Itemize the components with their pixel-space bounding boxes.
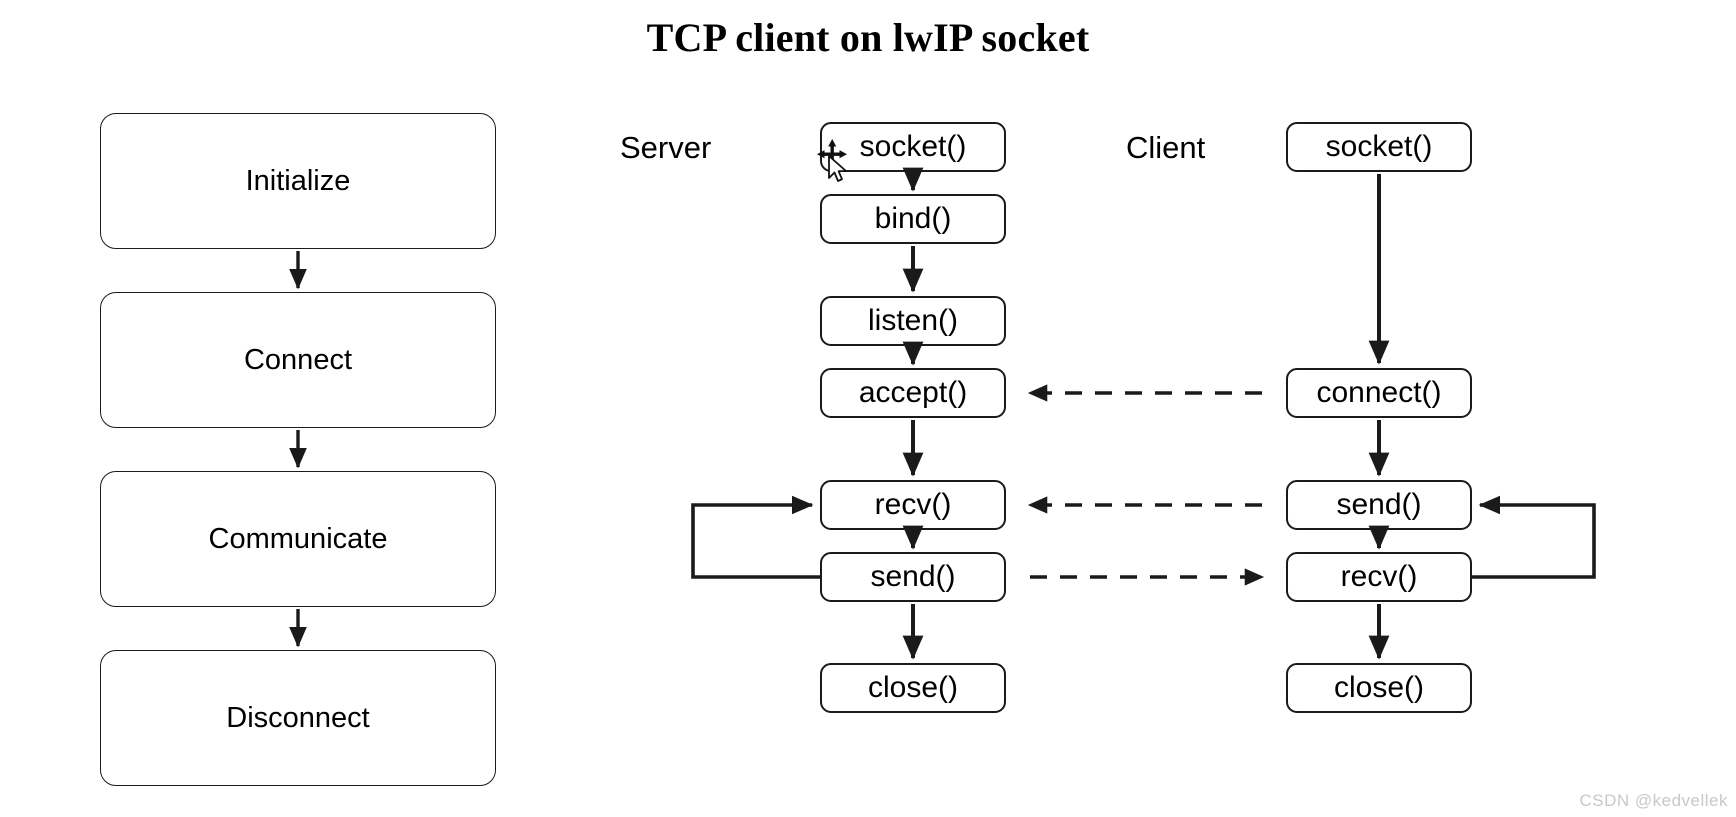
client-loop-arrow: [1472, 495, 1596, 579]
client-column-label: Client: [1126, 130, 1206, 165]
call-label: accept(): [858, 376, 968, 409]
call-label: socket(): [1325, 130, 1433, 163]
call-label: listen(): [867, 304, 958, 337]
client-box-recv[interactable]: recv(): [1286, 552, 1472, 602]
watermark: CSDN @kedvellek: [1579, 791, 1728, 810]
call-label: send(): [870, 560, 956, 593]
client-box-close[interactable]: close(): [1286, 663, 1472, 713]
client-box-connect[interactable]: connect(): [1286, 368, 1472, 418]
call-label: close(): [867, 671, 958, 704]
call-label: socket(): [859, 130, 967, 163]
stage-label: Disconnect: [226, 701, 370, 734]
stage-box-connect[interactable]: Connect: [100, 292, 496, 428]
call-label: close(): [1333, 671, 1424, 704]
stage-label: Initialize: [245, 164, 351, 197]
stage-box-initialize[interactable]: Initialize: [100, 113, 496, 249]
server-box-listen[interactable]: listen(): [820, 296, 1006, 346]
stage-label: Communicate: [208, 522, 388, 555]
stage-label: Connect: [243, 343, 352, 376]
server-column-label: Server: [620, 130, 712, 165]
call-label: send(): [1336, 488, 1422, 521]
server-box-bind[interactable]: bind(): [820, 194, 1006, 244]
server-box-accept[interactable]: accept(): [820, 368, 1006, 418]
stage-box-disconnect[interactable]: Disconnect: [100, 650, 496, 786]
server-box-close[interactable]: close(): [820, 663, 1006, 713]
stage-box-communicate[interactable]: Communicate: [100, 471, 496, 607]
client-box-socket[interactable]: socket(): [1286, 122, 1472, 172]
call-label: connect(): [1316, 376, 1442, 409]
call-label: recv(): [874, 488, 952, 521]
call-label: bind(): [874, 202, 952, 235]
server-box-recv[interactable]: recv(): [820, 480, 1006, 530]
server-loop-arrow: [691, 495, 820, 579]
server-box-send[interactable]: send(): [820, 552, 1006, 602]
server-box-socket[interactable]: socket(): [820, 122, 1006, 172]
call-label: recv(): [1340, 560, 1418, 593]
client-box-send[interactable]: send(): [1286, 480, 1472, 530]
page-title: TCP client on lwIP socket: [646, 15, 1090, 60]
